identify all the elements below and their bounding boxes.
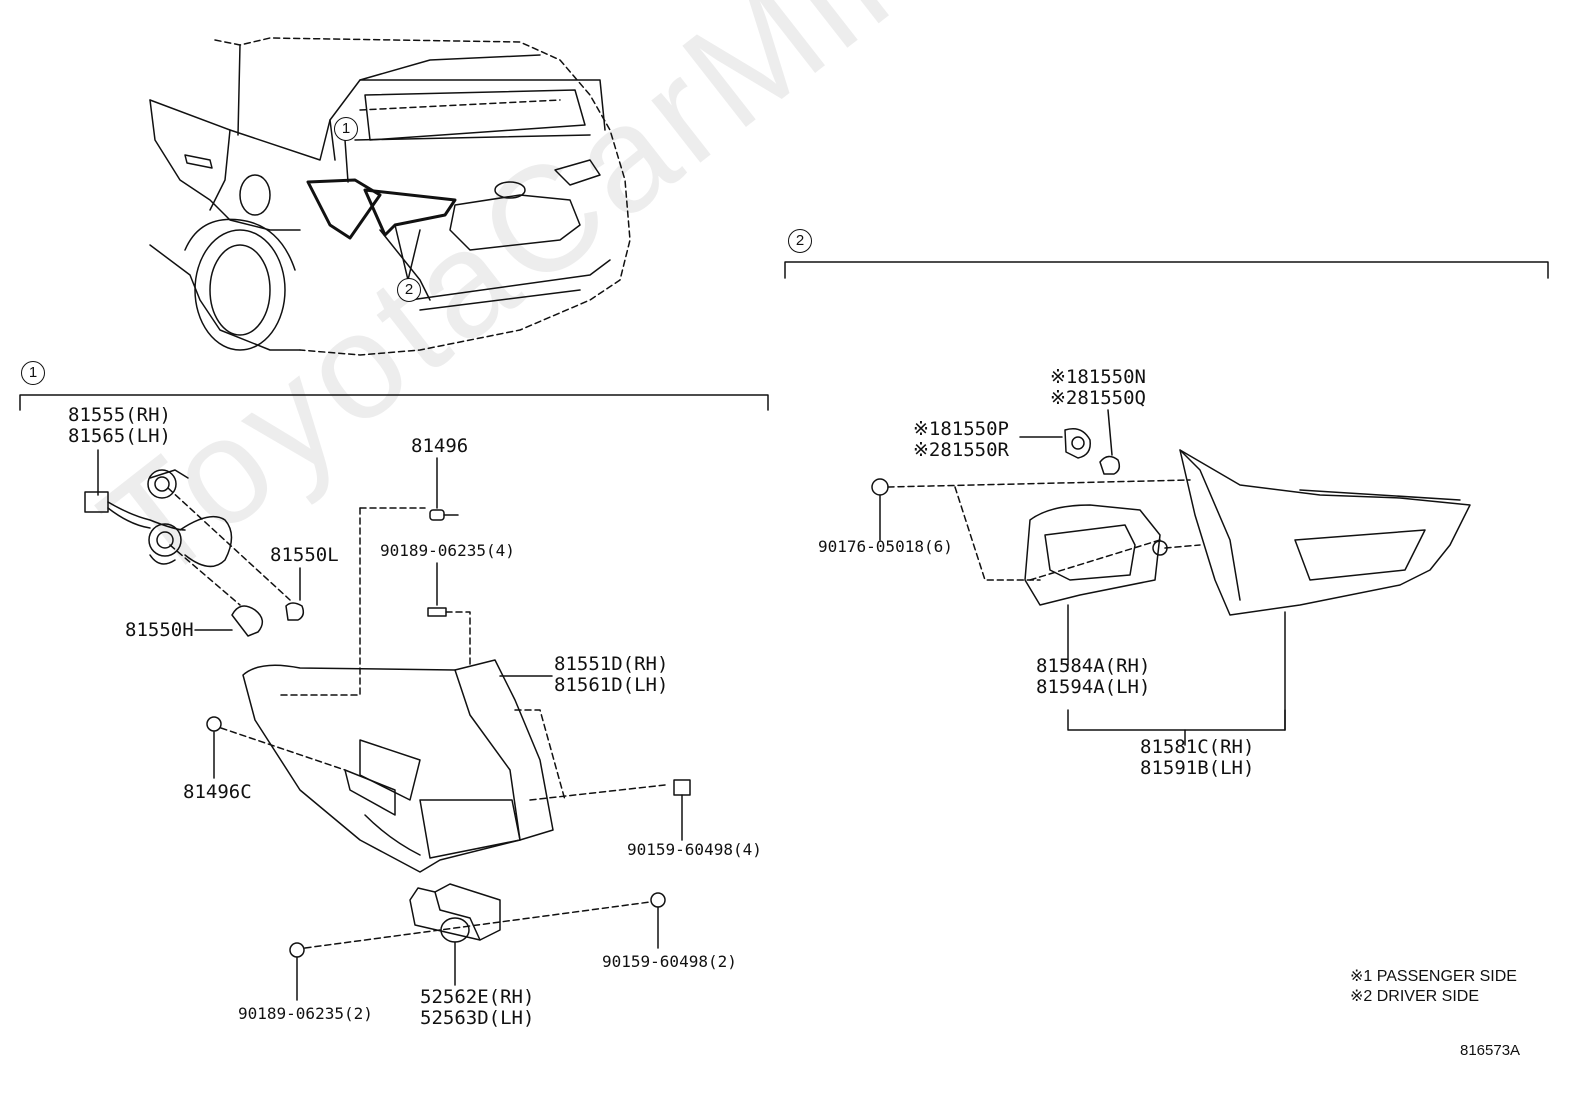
callout-one-section: 1 <box>21 361 45 385</box>
part-label-90159-60498-2: 90159-60498(2) <box>602 952 737 971</box>
part-label-90189-06235-2: 90189-06235(2) <box>238 1004 373 1023</box>
socket-81550p-shape <box>1019 428 1091 459</box>
side-notes: ※1 PASSENGER SIDE ※2 DRIVER SIDE <box>1350 967 1517 1007</box>
bulb-81550n-shape <box>1099 409 1121 475</box>
part-label-81584a-81594a: 81584A(RH) 81594A(LH) <box>1036 655 1151 698</box>
back-door-lamp-81581c-shape <box>1179 449 1471 731</box>
part-label-81550n-81550q: ※181550N ※281550Q <box>1050 366 1146 409</box>
part-label-90159-60498-4: 90159-60498(4) <box>627 840 762 859</box>
callout-one-car: 1 <box>334 117 358 141</box>
part-label-81550l: 81550L <box>270 544 339 566</box>
callout-two-car: 2 <box>397 278 421 302</box>
screw-90189-06235-4-shape <box>427 562 471 666</box>
part-label-52562e-52563d: 52562E(RH) 52563D(LH) <box>420 986 535 1029</box>
section-one-bracket <box>19 394 769 411</box>
section-two-bracket <box>784 261 1549 279</box>
part-label-81496c: 81496C <box>183 781 252 803</box>
note-passenger-side: ※1 PASSENGER SIDE <box>1350 968 1517 985</box>
screw-90189-06235-2-shape <box>289 942 305 1001</box>
bulb-81550l-shape <box>285 567 305 621</box>
clip-81496c-shape <box>206 716 346 779</box>
bulb-81550h-shape <box>194 605 264 637</box>
part-label-81550p-81550r: ※181550P ※281550R <box>913 418 1009 461</box>
clip-81496-shape <box>277 457 459 696</box>
part-label-81551d-81561d: 81551D(RH) 81561D(LH) <box>554 653 669 696</box>
socket-and-wire-assembly <box>84 449 291 606</box>
part-label-81550h: 81550H <box>125 619 194 641</box>
lamp-socket-52562e-shape <box>304 883 651 986</box>
note-driver-side: ※2 DRIVER SIDE <box>1350 988 1479 1005</box>
screw-90176-05018-shape <box>871 478 1191 581</box>
diagram-code: 816573A <box>1460 1042 1521 1059</box>
part-label-81581c-81591b: 81581C(RH) 81591B(LH) <box>1140 736 1255 779</box>
assembly-bracket-81581c <box>1067 709 1286 746</box>
rear-combination-lamp-shape <box>242 659 666 873</box>
part-label-90189-06235-4: 90189-06235(4) <box>380 541 515 560</box>
part-label-81496: 81496 <box>411 435 469 457</box>
screw-90159-60498-4-shape <box>673 779 691 841</box>
part-label-90176-05018-6: 90176-05018(6) <box>818 537 953 556</box>
part-label-81555-81565: 81555(RH) 81565(LH) <box>68 404 171 447</box>
screw-90159-60498-2-shape <box>650 892 666 949</box>
lamp-cover-81584a-shape <box>1024 504 1201 666</box>
callout-two-section: 2 <box>788 229 812 253</box>
car-rear-illustration <box>149 37 631 356</box>
